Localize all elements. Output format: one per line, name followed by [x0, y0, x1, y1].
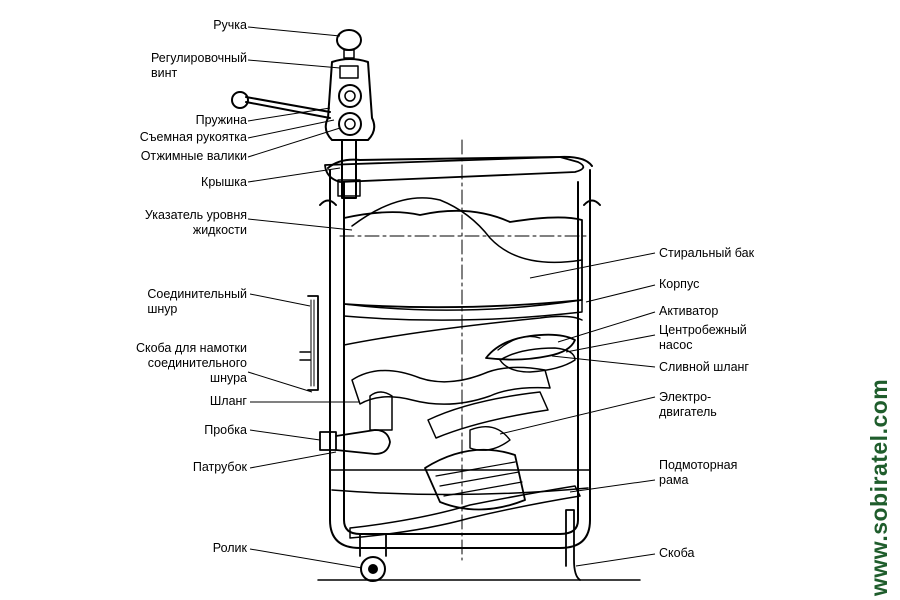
label-adjust-screw-line-1: Регулировочный [150, 51, 247, 65]
leader-activator [557, 311, 656, 343]
handle-neck [343, 49, 355, 59]
watermark-url: www.sobiratel.com [866, 378, 892, 596]
leader-spring [247, 107, 331, 122]
housing-top-rim [327, 155, 593, 169]
label-drain-hose: Сливной шланг [659, 360, 749, 374]
motor-fan [469, 426, 511, 451]
wash-tank [343, 209, 583, 309]
label-motor-frame-line-2: рама [659, 473, 689, 487]
label-bracket: Скоба [659, 546, 695, 560]
label-motor-line-2: двигатель [659, 405, 717, 419]
leader-nozzle [249, 451, 337, 469]
label-wringer-rollers: Отжимные валики [140, 149, 247, 163]
label-spring: Пружина [195, 113, 247, 127]
label-wash-tank: Стиральный бак [659, 246, 755, 260]
label-pump: Центробежный насос [659, 323, 747, 353]
label-body: Корпус [659, 277, 700, 291]
label-motor-frame-line-1: Подмоторная [659, 458, 738, 472]
crank-knob [231, 91, 249, 109]
label-roller: Ролик [212, 541, 247, 555]
activator-hub [497, 335, 541, 351]
label-cord-bracket-line-3: шнура [210, 371, 247, 385]
label-cord-line-2: шнур [147, 302, 178, 316]
crank-arm [245, 96, 331, 119]
wringer-roller-top [338, 84, 362, 108]
label-level-indicator-line-2: жидкости [192, 223, 247, 237]
lid [324, 156, 585, 183]
roller-wheel [360, 556, 386, 582]
leader-level-indicator [247, 218, 353, 231]
label-adjust-screw: Регулировочный винт [151, 51, 247, 81]
tank-slope [343, 315, 583, 346]
adjust-screw [339, 65, 359, 79]
wringer-column [341, 139, 357, 199]
label-pump-line-1: Центробежный [659, 323, 747, 337]
label-adjust-screw-line-2: винт [150, 66, 178, 80]
leader-motor [499, 396, 656, 435]
label-cord-bracket-line-2: соединительного [147, 356, 247, 370]
leader-removable-handle [247, 119, 335, 139]
leader-cord-bracket [247, 371, 313, 393]
centrifugal-pump [499, 347, 576, 373]
label-cord-line-1: Соединительный [147, 287, 247, 301]
cord-plug [299, 351, 311, 361]
cord-bracket [307, 295, 319, 391]
activator [485, 333, 576, 361]
leader-adjust-screw [247, 59, 341, 69]
leader-drain-hose [551, 355, 656, 368]
label-handle: Ручка [213, 18, 247, 32]
label-plug: Пробка [204, 423, 247, 437]
handle-knob [336, 29, 362, 51]
motor-ribs [435, 461, 523, 497]
leader-motor-frame [569, 479, 656, 493]
label-cord-bracket: Скоба для намотки соединительного шнура [126, 341, 247, 386]
label-pump-line-2: насос [659, 338, 693, 352]
label-cord-bracket-line-1: Скоба для намотки [135, 341, 247, 355]
label-nozzle: Патрубок [192, 460, 247, 474]
lid-knob-left [319, 199, 337, 206]
motor-pulley [427, 391, 549, 439]
leader-bracket [575, 553, 656, 567]
roller-hub [368, 564, 378, 574]
label-motor-line-1: Электро- [659, 390, 712, 404]
housing-seam-2 [331, 487, 589, 496]
wash-tank-bottom [343, 299, 583, 321]
hose [351, 366, 551, 405]
leader-pump [565, 334, 656, 353]
leader-cord [249, 293, 311, 307]
label-level-indicator-line-1: Указатель уровня [144, 208, 247, 222]
housing-inner-wall [343, 181, 579, 535]
leader-roller [249, 548, 363, 569]
leader-plug [249, 429, 321, 441]
label-hose: Шланг [209, 394, 247, 408]
leader-body [585, 284, 656, 303]
leader-handle [247, 26, 341, 37]
leader-wringer-rollers [247, 127, 341, 158]
right-bracket-leg [565, 509, 581, 581]
leader-lid [247, 167, 341, 183]
label-cord: Соединительный шнур [147, 287, 247, 317]
label-motor: Электро- двигатель [659, 390, 717, 420]
wringer-roller-top-inner [344, 90, 356, 102]
roller-bracket [359, 534, 387, 557]
wringer-frame [324, 58, 376, 141]
label-removable-handle: Съемная рукоятка [139, 130, 247, 144]
plug [319, 431, 337, 451]
label-level-indicator: Указатель уровня жидкости [145, 208, 247, 238]
wringer-roller-bottom-inner [344, 118, 356, 130]
drain-fitting [369, 391, 393, 431]
wringer-roller-bottom [338, 112, 362, 136]
label-lid: Крышка [201, 175, 247, 189]
wringer-clamp [337, 179, 361, 197]
label-activator: Активатор [659, 304, 719, 318]
lid-knob-right [583, 199, 601, 206]
label-motor-frame: Подмоторная рама [659, 458, 737, 488]
housing-outline [329, 169, 591, 549]
motor-frame [349, 485, 581, 539]
leader-wash-tank [529, 252, 656, 279]
wash-tank-wave [351, 197, 583, 264]
cord-coil [310, 299, 315, 387]
